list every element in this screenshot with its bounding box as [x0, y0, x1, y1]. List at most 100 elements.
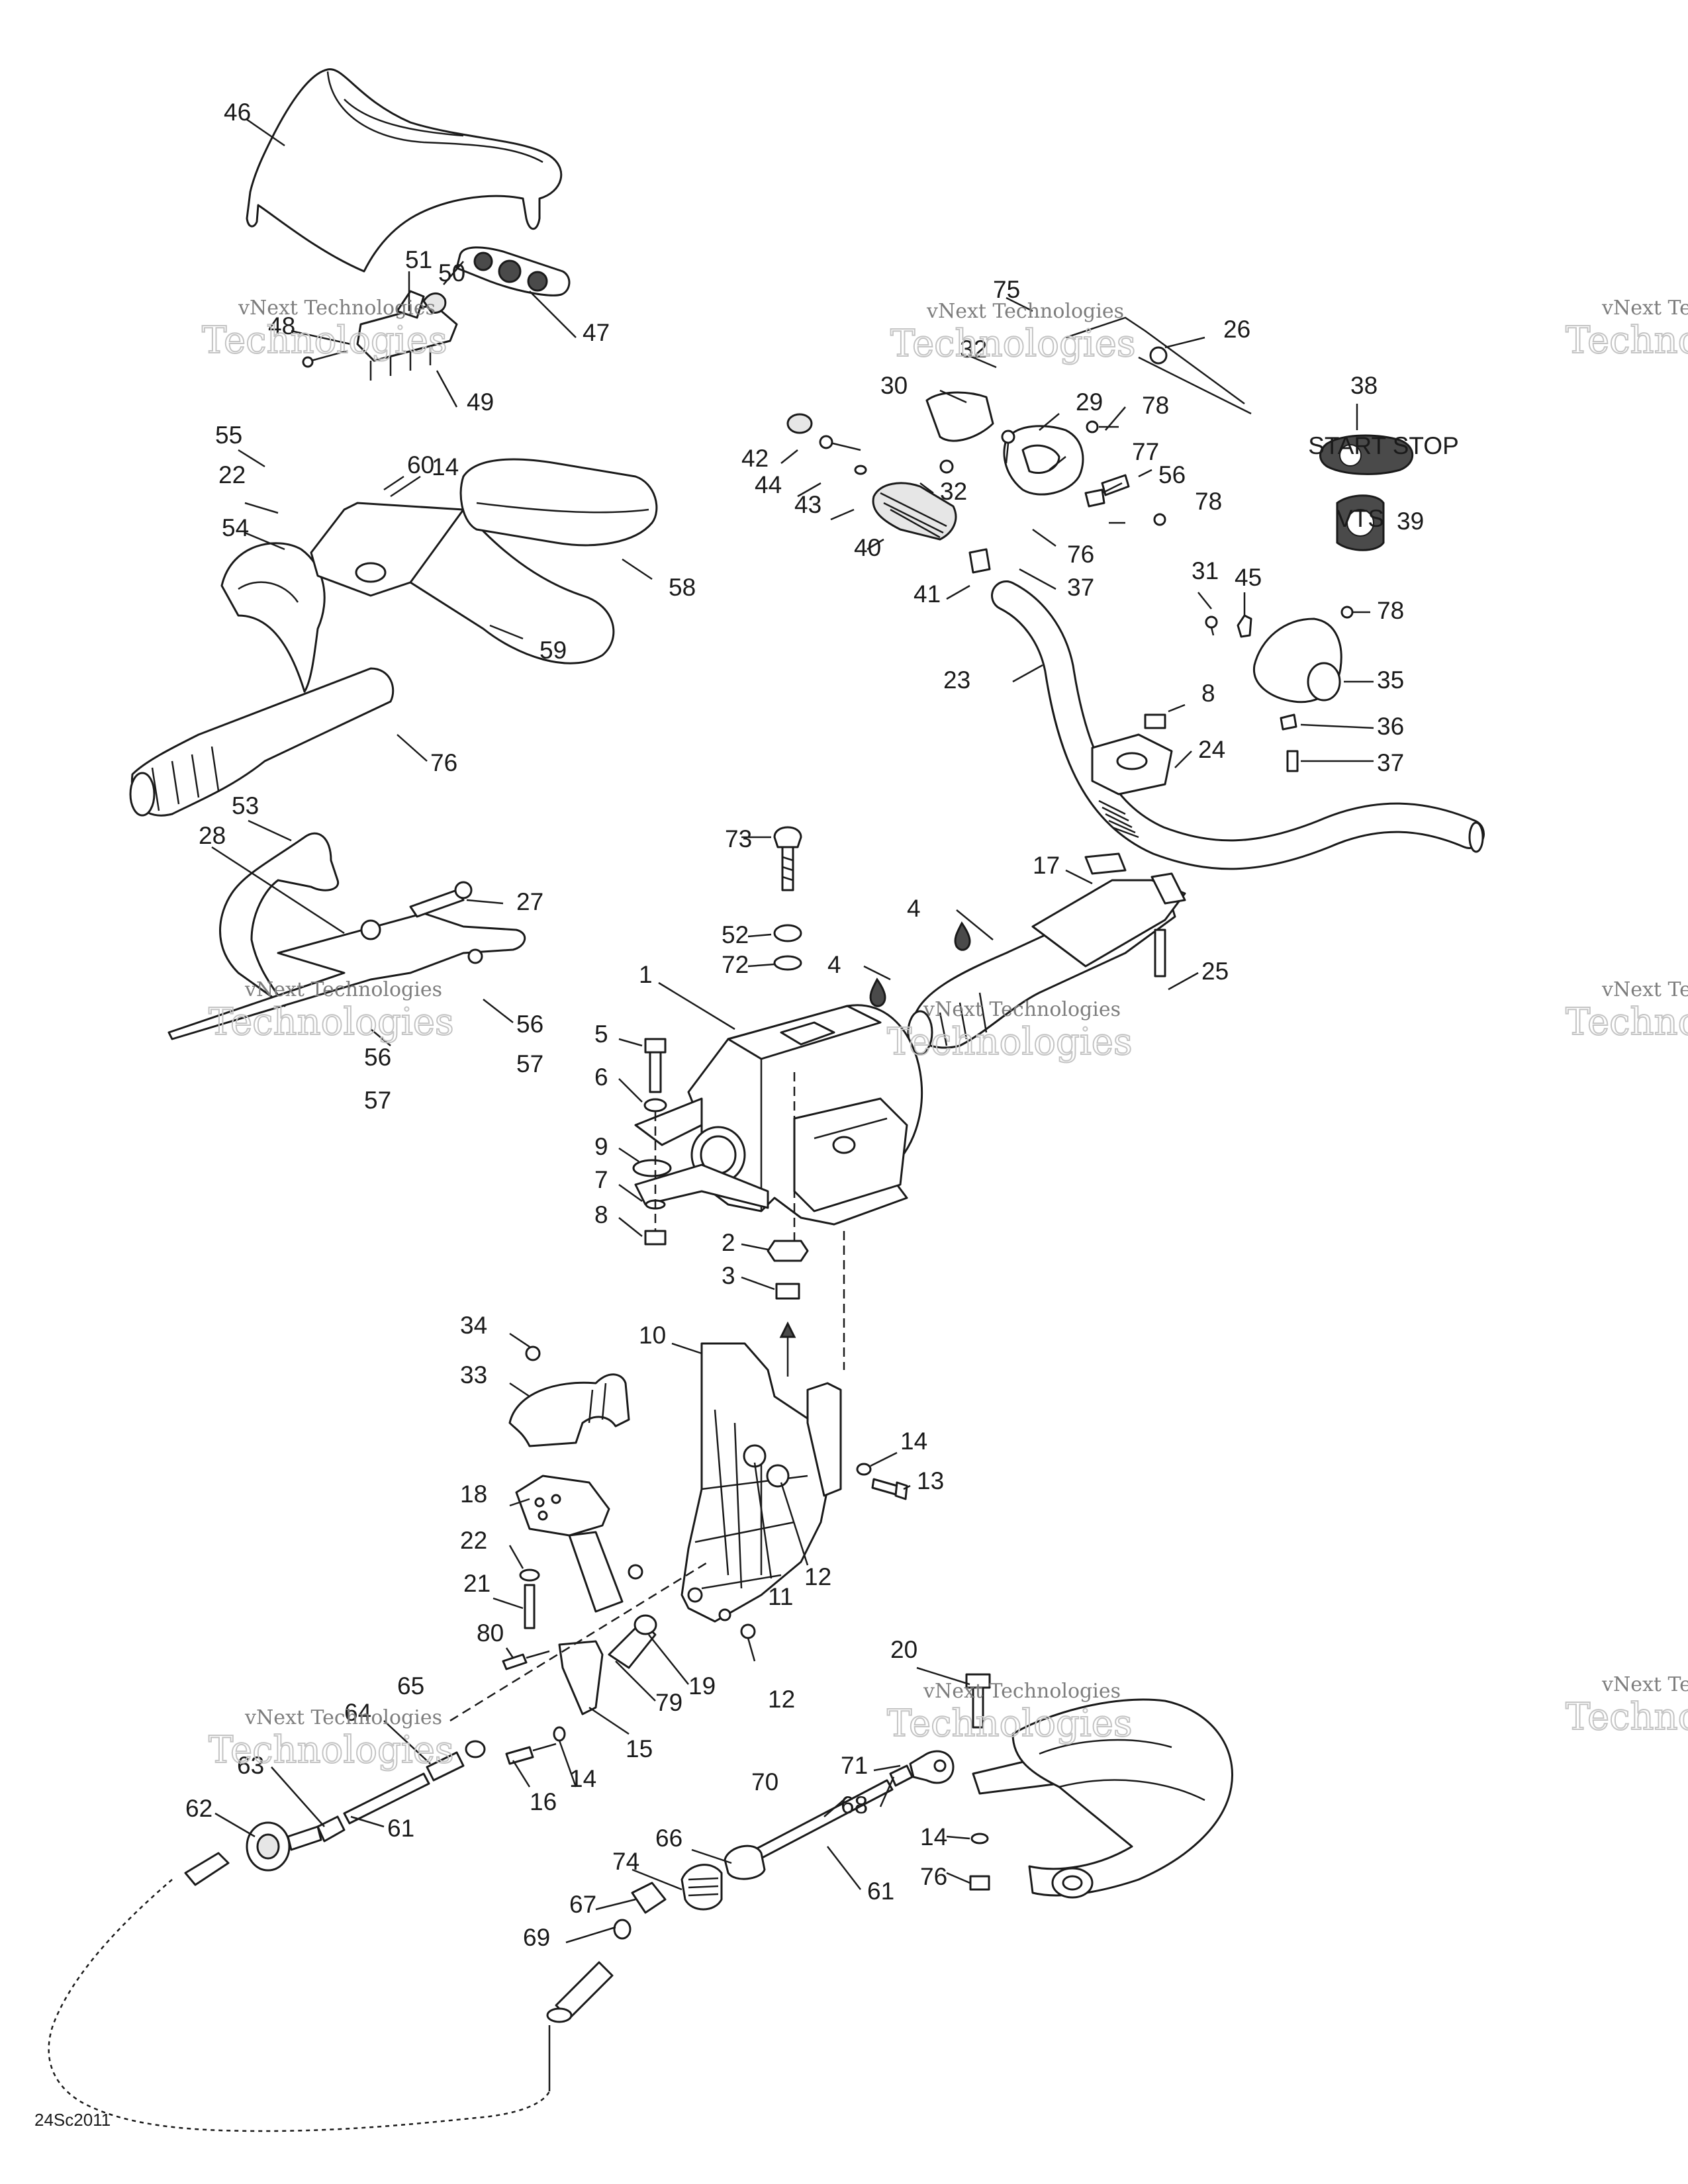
callout-1: 1 — [639, 961, 653, 988]
callout-47: 47 — [583, 319, 610, 346]
callout-78c: 78 — [1377, 597, 1404, 624]
callout-68: 68 — [841, 1792, 868, 1819]
cable-support-part — [508, 1345, 643, 1629]
watermark-line2: Technologies — [209, 1729, 454, 1772]
callout-8b: 8 — [594, 1201, 608, 1228]
callout-5: 5 — [594, 1021, 608, 1048]
watermark-line2: Technologies — [209, 1001, 454, 1044]
watermark-line1: vNext Technologies — [244, 978, 442, 1001]
callout-45: 45 — [1235, 564, 1262, 591]
watermark-line1: vNext Technologies — [926, 300, 1124, 323]
callout-19: 19 — [688, 1672, 716, 1700]
callout-10: 10 — [639, 1322, 666, 1349]
callout-56c: 56 — [1158, 461, 1186, 488]
callout-4a: 4 — [907, 895, 921, 922]
callout-57a: 57 — [516, 1050, 543, 1077]
watermark-line2: Technologies — [202, 319, 447, 362]
callout-72: 72 — [722, 951, 749, 978]
callout-55: 55 — [215, 422, 242, 449]
watermark-line2: Technologies — [1566, 319, 1688, 362]
callout-31: 31 — [1192, 557, 1219, 584]
callout-37b: 37 — [1377, 749, 1404, 776]
cable-linkage-part — [449, 1561, 756, 1765]
callout-28: 28 — [199, 822, 226, 849]
callout-46: 46 — [224, 99, 251, 126]
callout-54: 54 — [222, 514, 249, 541]
callout-14c: 14 — [569, 1765, 596, 1792]
callout-16: 16 — [530, 1788, 557, 1815]
callout-14a: 14 — [432, 453, 459, 480]
callout-38: 38 — [1350, 372, 1378, 399]
callout-57b: 57 — [364, 1087, 391, 1114]
callout-61a: 61 — [387, 1815, 414, 1842]
callout-27: 27 — [516, 888, 543, 915]
handlebar-part — [991, 580, 1485, 870]
callout-64: 64 — [344, 1699, 371, 1726]
callout-29: 29 — [1076, 388, 1103, 416]
callout-78a: 78 — [1142, 392, 1169, 419]
watermark-line1: vNext Technologies — [923, 998, 1121, 1021]
right-grip-part — [786, 413, 1015, 574]
callout-76b: 76 — [1067, 541, 1094, 568]
callout-51: 51 — [405, 246, 432, 273]
center-bolt-part — [773, 826, 802, 971]
callout-25: 25 — [1201, 958, 1229, 985]
callout-60: 60 — [407, 451, 434, 478]
callout-3: 3 — [722, 1262, 735, 1289]
watermark-line2: Technologies — [887, 1021, 1133, 1064]
callout-34: 34 — [460, 1312, 487, 1339]
callout-8a: 8 — [1201, 680, 1215, 707]
watermark-line2: Technologies — [1566, 1696, 1688, 1739]
callout-43: 43 — [794, 491, 821, 518]
callout-15: 15 — [626, 1735, 653, 1762]
watermark-line1: vNext Technologies — [1601, 978, 1688, 1001]
callout-2: 2 — [722, 1229, 735, 1256]
right-throttle-part — [925, 316, 1252, 526]
steering-cable-part — [48, 1740, 551, 2132]
callout-32a: 32 — [960, 336, 987, 363]
handlebar-cover-part — [246, 68, 563, 273]
callout-61b: 61 — [867, 1878, 894, 1905]
callout-39: 39 — [1397, 508, 1424, 535]
callout-74: 74 — [612, 1848, 639, 1875]
jet-nozzle-part — [965, 1673, 1233, 1899]
callout-62: 62 — [185, 1795, 212, 1822]
watermark-line2: Technologies — [1566, 1001, 1688, 1044]
callout-14d: 14 — [920, 1823, 947, 1850]
handlebar-clamp-part — [1091, 713, 1173, 796]
callout-37a: 37 — [1067, 574, 1094, 601]
callout-35: 35 — [1377, 666, 1404, 694]
callout-71: 71 — [841, 1752, 868, 1779]
callout-49: 49 — [467, 388, 494, 416]
callout-63: 63 — [237, 1752, 264, 1779]
callout-50: 50 — [438, 259, 465, 287]
callout-30: 30 — [880, 372, 908, 399]
watermark-line1: vNext Technologies — [923, 1680, 1121, 1703]
callout-73: 73 — [725, 825, 752, 852]
callout-22a: 22 — [218, 461, 246, 488]
steering-support-part — [632, 1004, 923, 1244]
callout-22b: 22 — [460, 1527, 487, 1554]
callout-13: 13 — [917, 1467, 944, 1494]
callout-78b: 78 — [1195, 488, 1222, 515]
throttle-housing-part — [1205, 606, 1370, 772]
callout-12b: 12 — [768, 1686, 795, 1713]
callout-58: 58 — [669, 574, 696, 601]
callout-48: 48 — [268, 312, 295, 340]
watermark-line1: vNext Technologies — [1601, 1673, 1688, 1696]
callout-20: 20 — [890, 1636, 917, 1663]
callout-77: 77 — [1132, 438, 1159, 465]
callout-7: 7 — [594, 1166, 608, 1193]
watermark-line1: vNext Technologies — [238, 296, 436, 320]
bracket-bolt-part — [856, 1463, 908, 1500]
callout-11: 11 — [768, 1583, 793, 1610]
callout-65: 65 — [397, 1672, 424, 1700]
lubricant-drop-icon — [869, 921, 971, 1007]
callout-42: 42 — [741, 445, 769, 472]
callout-23: 23 — [943, 666, 970, 694]
callout-56a: 56 — [516, 1011, 543, 1038]
callout-69: 69 — [523, 1924, 550, 1951]
callout-76a: 76 — [430, 749, 457, 776]
callout-59: 59 — [539, 637, 567, 664]
